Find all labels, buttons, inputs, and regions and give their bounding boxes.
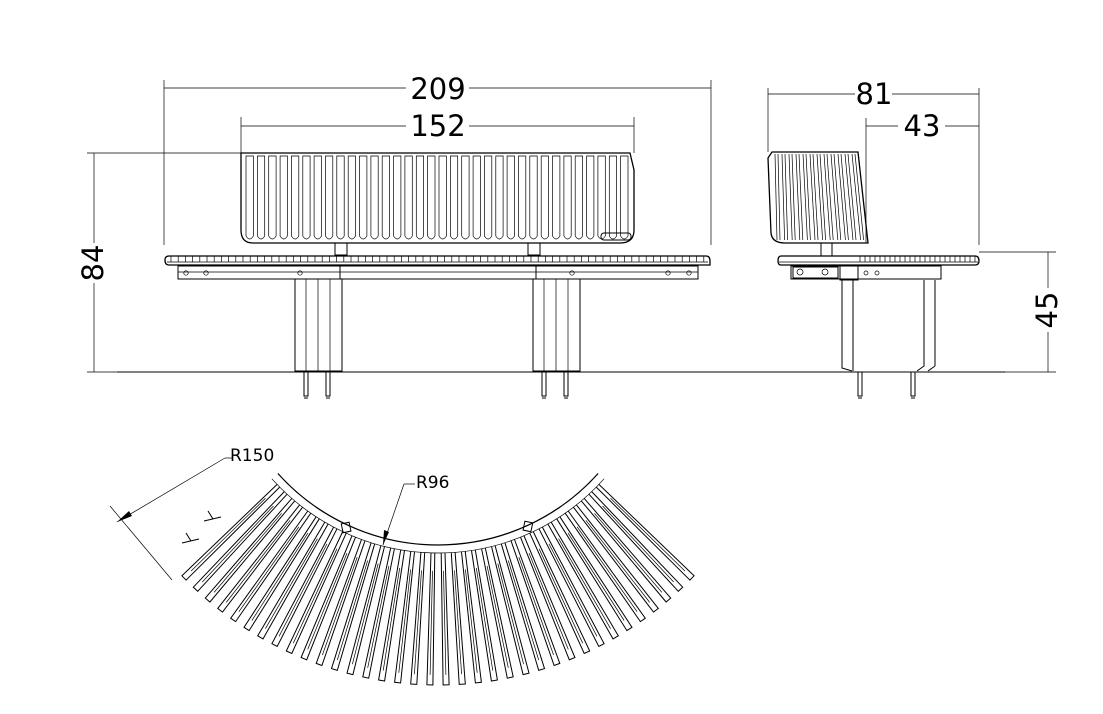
dimension-label-152: 152 (410, 109, 465, 143)
plan-inner-arc (277, 473, 599, 546)
side-seat (777, 255, 980, 281)
dimension-backrest-width: 152 (240, 109, 635, 153)
plan-view: R150 R96 (109, 446, 695, 686)
dimension-label-209: 209 (410, 72, 465, 106)
radius-inner-callout: R96 (382, 473, 449, 546)
dimension-overall-height: 84 (76, 152, 241, 373)
dimension-label-81: 81 (856, 77, 893, 111)
front-view: 209 152 84 (76, 72, 1005, 399)
dimension-label-84: 84 (76, 245, 110, 282)
front-backrest (240, 152, 635, 244)
side-legs (841, 280, 936, 399)
plan-end-bracket (181, 510, 222, 544)
side-backrest (767, 151, 869, 244)
side-view: 81 43 45 (767, 77, 1064, 399)
plan-slats (181, 484, 695, 686)
radius-outer-callout: R150 (109, 446, 274, 581)
plan-inner-arc-offset (271, 478, 605, 554)
radius-label-r150: R150 (230, 446, 274, 466)
dimension-backrest-offset: 43 (865, 109, 979, 243)
radius-label-r96: R96 (416, 473, 449, 493)
dimension-depth: 81 (767, 77, 980, 245)
front-seat (164, 255, 711, 280)
dimension-overall-width: 209 (163, 72, 712, 245)
front-leg-right (532, 278, 581, 399)
dimension-label-43: 43 (904, 109, 941, 143)
dimension-label-45: 45 (1030, 292, 1064, 329)
dimension-seat-height: 45 (979, 251, 1064, 373)
front-leg-left (294, 278, 343, 399)
